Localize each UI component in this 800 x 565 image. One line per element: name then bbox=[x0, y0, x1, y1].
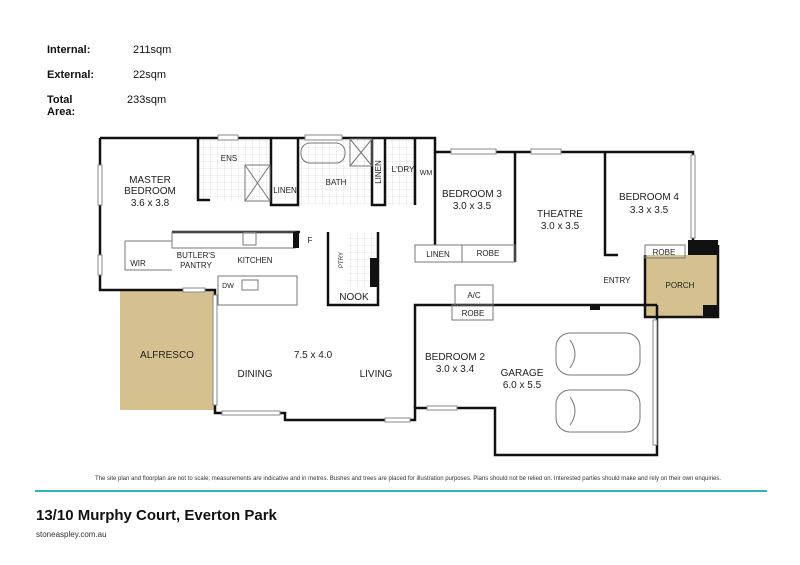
label-robe-3: ROBE bbox=[477, 249, 500, 258]
label-robe-2: ROBE bbox=[462, 309, 485, 318]
label-theatre: THEATRE bbox=[537, 209, 583, 220]
label-entry: ENTRY bbox=[604, 276, 632, 285]
divider bbox=[35, 490, 767, 492]
windows bbox=[97, 134, 696, 446]
label-bedroom3: BEDROOM 3 bbox=[442, 189, 502, 200]
label-alfresco: ALFRESCO bbox=[140, 350, 194, 361]
area-value: 233sqm bbox=[127, 94, 167, 106]
disclaimer: The site plan and floorplan are not to s… bbox=[95, 476, 722, 482]
label-linen-3: LINEN bbox=[426, 250, 450, 259]
bath-tiles bbox=[298, 139, 372, 205]
area-label: Internal: bbox=[47, 44, 91, 56]
area-label: External: bbox=[47, 69, 95, 81]
label-ens: ENS bbox=[221, 154, 237, 163]
label-bedroom4: BEDROOM 4 bbox=[619, 192, 679, 203]
label-kitchen: KITCHEN bbox=[237, 256, 272, 265]
label-living: LIVING bbox=[360, 369, 393, 380]
label-master-dims: 3.6 x 3.8 bbox=[131, 198, 170, 209]
label-garage-dims: 6.0 x 5.5 bbox=[503, 380, 542, 391]
area-value: 22sqm bbox=[133, 69, 167, 81]
label-wir: WIR bbox=[130, 259, 146, 268]
label-butlers-1: BUTLER'S bbox=[177, 251, 215, 260]
label-living-dims: 7.5 x 4.0 bbox=[294, 350, 333, 361]
label-porch: PORCH bbox=[666, 281, 695, 290]
label-bedroom3-dims: 3.0 x 3.5 bbox=[453, 201, 492, 212]
room-labels: MASTER BEDROOM 3.6 x 3.8 ENS LINEN BATH … bbox=[124, 154, 695, 391]
label-laundry: L'DRY bbox=[392, 165, 415, 174]
label-linen-1: LINEN bbox=[273, 186, 297, 195]
ensuite-tiles bbox=[198, 139, 271, 201]
label-bedroom2: BEDROOM 2 bbox=[425, 352, 485, 363]
label-ptry: PTRY bbox=[339, 252, 345, 268]
label-bedroom4-dims: 3.3 x 3.5 bbox=[630, 205, 669, 216]
label-linen-2: LINEN bbox=[374, 160, 383, 184]
label-bedroom2-dims: 3.0 x 3.4 bbox=[436, 364, 475, 375]
label-dw: DW bbox=[222, 283, 234, 290]
alfresco-area bbox=[120, 290, 215, 410]
label-garage: GARAGE bbox=[501, 368, 544, 379]
label-fridge: F bbox=[308, 236, 313, 245]
label-theatre-dims: 3.0 x 3.5 bbox=[541, 221, 580, 232]
label-butlers-2: PANTRY bbox=[180, 261, 212, 270]
label-master-1: MASTER bbox=[129, 175, 171, 186]
label-robe-4: ROBE bbox=[653, 248, 676, 257]
label-ac: A/C bbox=[467, 291, 481, 300]
label-dining: DINING bbox=[238, 369, 273, 380]
laundry-tiles bbox=[385, 139, 415, 205]
property-address: 13/10 Murphy Court, Everton Park bbox=[36, 507, 277, 524]
label-master-2: BEDROOM bbox=[124, 186, 176, 197]
area-label: Total Area: bbox=[47, 94, 76, 118]
website-link[interactable]: stoneaspley.com.au bbox=[36, 530, 107, 539]
label-wm: WM bbox=[420, 170, 433, 177]
area-value: 211sqm bbox=[133, 44, 172, 56]
label-nook: NOOK bbox=[339, 292, 369, 303]
label-bath: BATH bbox=[326, 178, 347, 187]
solid-blocks bbox=[293, 232, 718, 317]
